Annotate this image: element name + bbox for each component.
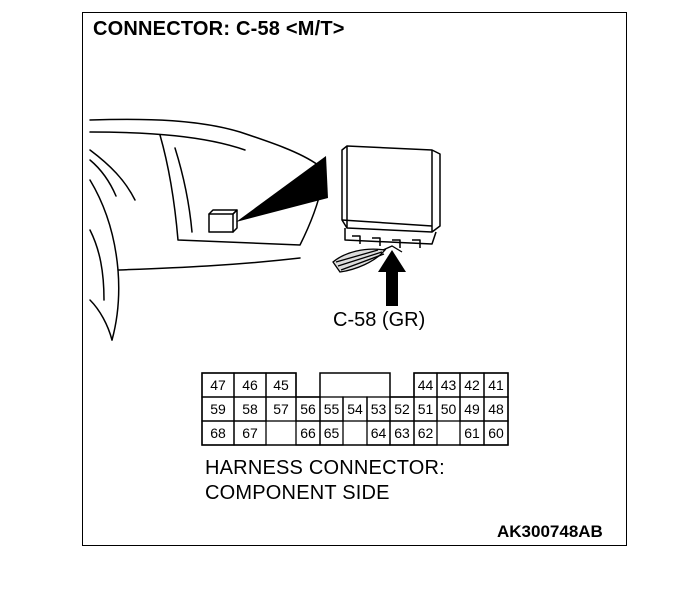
dashboard-outline — [89, 131, 246, 151]
pin-label: 68 — [210, 425, 226, 441]
pin-label: 60 — [488, 425, 504, 441]
diagram-title: CONNECTOR: C-58 <M/T> — [93, 18, 345, 40]
connector-location-marker — [208, 213, 234, 233]
pin-label: 55 — [324, 401, 340, 417]
pin-label: 62 — [418, 425, 434, 441]
pin-label: 51 — [418, 401, 434, 417]
glove-box-outline — [174, 147, 193, 233]
pin-label: 52 — [394, 401, 410, 417]
caption-line-1: HARNESS CONNECTOR: — [205, 457, 445, 479]
pin-label: 65 — [324, 425, 340, 441]
pin-label: 42 — [464, 377, 480, 393]
pin-label: 67 — [242, 425, 258, 441]
pin-label: 59 — [210, 401, 226, 417]
wire-harness — [332, 245, 403, 273]
arrow-indicator — [378, 250, 406, 306]
dashboard-ecu-illustration — [89, 118, 441, 341]
dashboard-lower — [117, 257, 301, 271]
caption-line-2: COMPONENT SIDE — [205, 482, 390, 504]
connector-outline — [201, 372, 509, 446]
pin-label: 64 — [371, 425, 387, 441]
dashboard-left-curve — [89, 149, 136, 201]
pin-label: 41 — [488, 377, 504, 393]
ecu-module — [341, 145, 441, 248]
pin-label: 66 — [300, 425, 316, 441]
pin-label: 49 — [464, 401, 480, 417]
diagram-frame — [82, 12, 627, 546]
dashboard-outline — [89, 118, 319, 166]
pin-label: 56 — [300, 401, 316, 417]
pin-label: 48 — [488, 401, 504, 417]
pin-label: 43 — [441, 377, 457, 393]
dashboard-lower — [89, 299, 113, 341]
pin-label: 47 — [210, 377, 226, 393]
pin-label: 46 — [242, 377, 258, 393]
pin-label: 54 — [347, 401, 363, 417]
connector-caption: HARNESS CONNECTOR: COMPONENT SIDE — [205, 456, 445, 506]
pin-label: 45 — [273, 377, 289, 393]
pin-label: 44 — [418, 377, 434, 393]
pin-label: 57 — [273, 401, 289, 417]
figure-code: AK300748AB — [497, 522, 603, 541]
pin-label: 63 — [394, 425, 410, 441]
pin-label: 53 — [371, 401, 387, 417]
glove-box-outline — [159, 134, 323, 246]
connector-part-label: C-58 (GR) — [333, 309, 426, 331]
pin-label: 61 — [464, 425, 480, 441]
dashboard-left-curve — [89, 159, 117, 197]
pointer-wedge — [236, 156, 328, 222]
dashboard-lower — [89, 229, 105, 301]
pin-label: 50 — [441, 401, 457, 417]
pin-label: 58 — [242, 401, 258, 417]
